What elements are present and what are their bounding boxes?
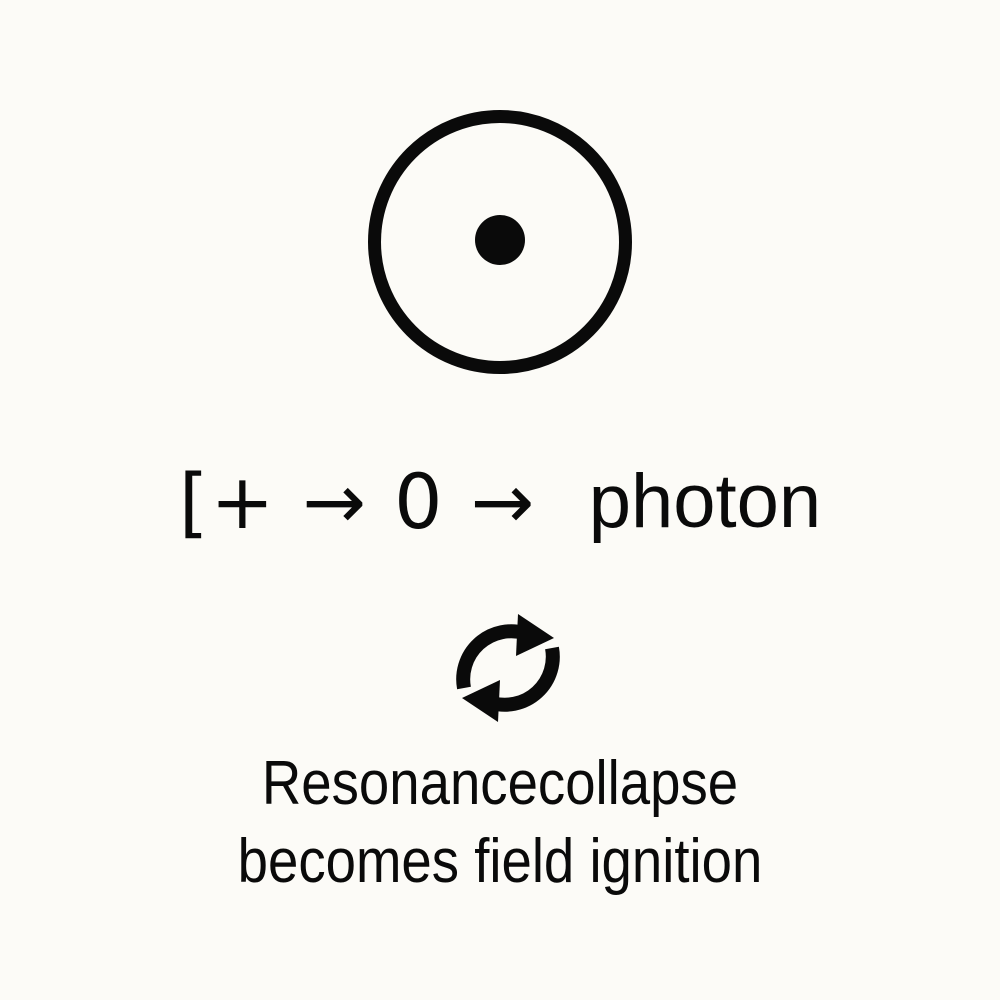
circled-dot-center <box>475 215 525 265</box>
cycle-arrows-icon <box>452 612 564 724</box>
cycle-arrowhead-top <box>516 614 554 656</box>
cycle-arc-top <box>456 624 526 690</box>
caption-line-1: Resonancecollapse <box>261 749 739 818</box>
formula-gap <box>536 464 588 540</box>
formula-word-photon: photon <box>588 459 822 544</box>
circled-dot-icon <box>368 110 632 374</box>
caption-block: Resonancecollapse becomes field ignition <box>0 745 1000 901</box>
circled-dot-ring <box>368 110 632 374</box>
cycle-arrowhead-bottom <box>462 680 500 722</box>
formula-line: [+ → 0 → photon <box>0 452 1000 552</box>
cycle-arc-bottom <box>490 646 560 712</box>
caption-line-2: becomes field ignition <box>237 827 763 896</box>
formula-symbols: [+ → 0 → <box>178 457 537 546</box>
